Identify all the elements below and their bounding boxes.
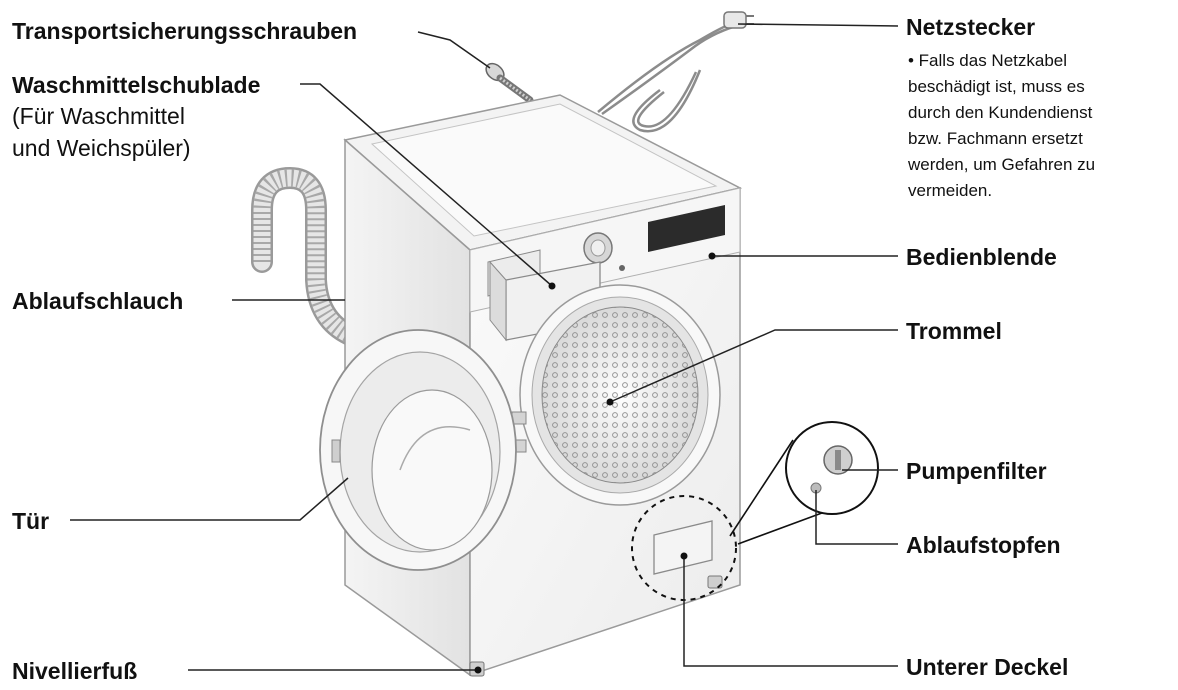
label-pump-filter: Pumpenfilter	[906, 458, 1047, 484]
door	[319, 329, 517, 571]
note-line: werden, um Gefahren zu	[908, 155, 1096, 174]
leader-lines	[70, 23, 899, 671]
label-drain-stopper: Ablaufstopfen	[906, 532, 1061, 558]
note-line: • Falls das Netzkabel	[908, 51, 1068, 70]
label-detergent-drawer-sub1: (Für Waschmittel	[12, 103, 185, 129]
power-cord	[597, 20, 737, 133]
washing-machine-body	[343, 94, 743, 677]
note-line: vermeiden.	[908, 181, 993, 200]
note-line: durch den Kundendienst	[908, 103, 1093, 122]
label-leveling-foot: Nivellierfuß	[12, 658, 138, 684]
pump-filter-detail	[631, 421, 879, 601]
label-control-panel: Bedienblende	[906, 244, 1057, 270]
power-plug-note: • Falls das Netzkabel beschädigt ist, mu…	[908, 48, 1095, 204]
label-detergent-drawer-sub2: und Weichspüler)	[12, 135, 191, 161]
label-lower-cover: Unterer Deckel	[906, 654, 1069, 680]
label-transport-bolts: Transportsicherungsschrauben	[12, 18, 358, 44]
power-plug-icon	[723, 11, 754, 29]
label-drum: Trommel	[906, 318, 1002, 344]
transport-bolt-icon	[485, 62, 534, 104]
drain-hose	[251, 166, 361, 346]
label-power-plug: Netzstecker	[906, 14, 1036, 40]
note-line: beschädigt ist, muss es	[908, 77, 1085, 96]
leader-dots	[474, 252, 716, 674]
label-detergent-drawer: Waschmittelschublade	[12, 72, 261, 98]
label-drain-hose: Ablaufschlauch	[12, 288, 184, 314]
label-door: Tür	[12, 508, 50, 534]
note-line: bzw. Fachmann ersetzt	[908, 129, 1083, 148]
